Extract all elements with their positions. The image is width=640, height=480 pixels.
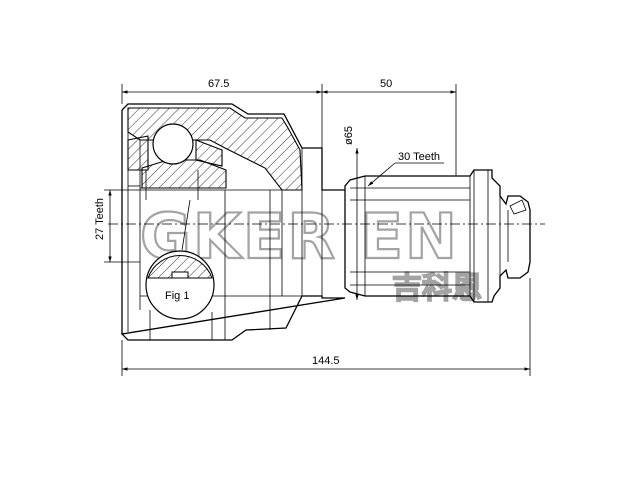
fig1-detail: Fig 1	[145, 199, 215, 320]
stub-shaft	[344, 169, 531, 303]
ball	[152, 123, 194, 165]
dim-left-length: 67.5	[208, 78, 229, 90]
dim-outer-spline: 30 Teeth	[398, 151, 440, 163]
dimensions: 67.5 50 144.5 ø65 30 Teeth 27 Teeth	[94, 78, 531, 376]
fig1-label: Fig 1	[165, 290, 189, 302]
cage-section	[127, 135, 149, 171]
watermark-chinese: 吉科恩	[392, 271, 482, 306]
dim-total-length: 144.5	[312, 355, 340, 367]
housing-outline	[120, 103, 346, 341]
cage-section-right	[195, 139, 223, 167]
dim-right-length: 50	[380, 78, 392, 90]
inner-race	[127, 123, 227, 200]
watermark: GKER EN 吉科恩	[139, 199, 483, 307]
dim-inner-spline: 27 Teeth	[94, 198, 106, 240]
shaft-outline	[344, 169, 531, 303]
dim-shaft-diameter: ø65	[343, 126, 355, 145]
